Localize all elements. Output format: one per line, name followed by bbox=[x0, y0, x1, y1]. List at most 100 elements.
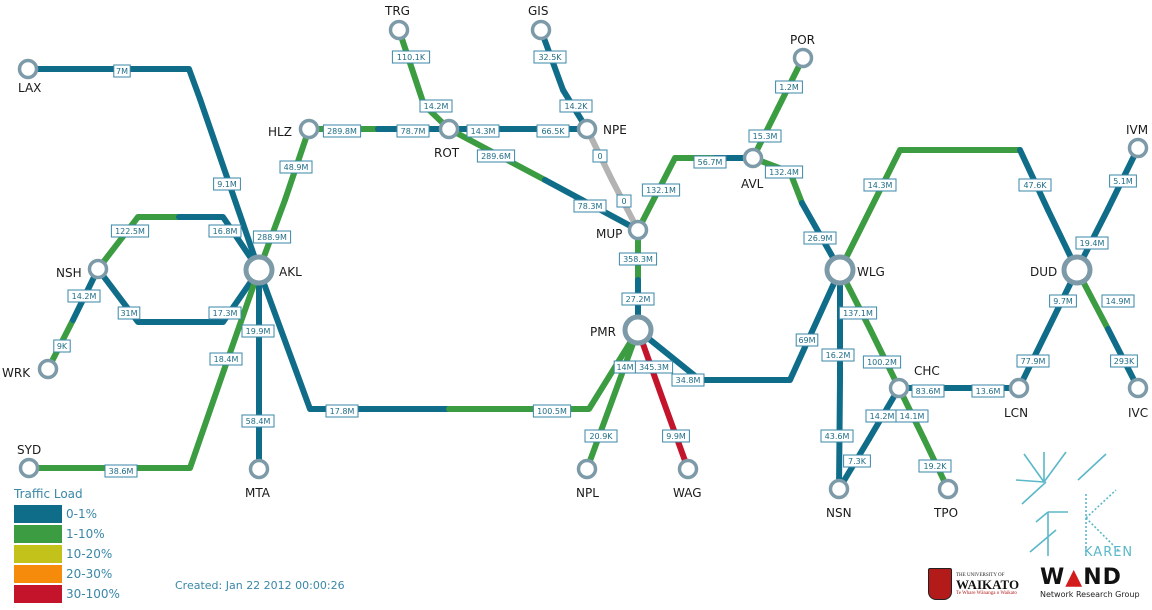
link-label: 289.8M bbox=[322, 124, 362, 138]
link-label-box bbox=[1016, 354, 1050, 368]
link-label-text: 20.9K bbox=[589, 432, 613, 441]
link-label-box bbox=[559, 99, 593, 113]
node-npl[interactable] bbox=[576, 458, 598, 480]
node-label-wlg: WLG bbox=[857, 265, 885, 279]
node-dud[interactable] bbox=[1061, 254, 1093, 286]
link-label-text: 7M bbox=[116, 67, 128, 76]
karen-logo-text: KAREN bbox=[1084, 545, 1133, 560]
node-label-hlz: HLZ bbox=[268, 125, 292, 139]
link-label: 66.5K bbox=[536, 124, 570, 138]
node-rot[interactable] bbox=[438, 118, 460, 140]
link-label-box bbox=[208, 306, 242, 320]
node-trg[interactable] bbox=[388, 19, 410, 41]
node-syd[interactable] bbox=[18, 457, 40, 479]
link-label-box bbox=[53, 339, 71, 353]
link-label: 100.2M bbox=[862, 355, 902, 369]
node-label-por: POR bbox=[790, 33, 815, 47]
link-label: 15.3M bbox=[748, 129, 782, 143]
link-label-box bbox=[911, 384, 945, 398]
link-label-text: 14.1M bbox=[900, 412, 925, 421]
node-wlg[interactable] bbox=[824, 254, 856, 286]
link-label-box bbox=[391, 50, 431, 64]
traffic-legend: Traffic Load 0-1% 1-10% 10-20% 20-30% 30… bbox=[14, 487, 120, 604]
link-label-box bbox=[1018, 178, 1052, 192]
node-wrk[interactable] bbox=[37, 358, 59, 380]
link-label-box bbox=[641, 183, 681, 197]
node-pmr[interactable] bbox=[622, 314, 654, 346]
node-hlz[interactable] bbox=[298, 118, 320, 140]
link-label-text: 18.4M bbox=[214, 355, 239, 364]
node-ivm[interactable] bbox=[1127, 137, 1149, 159]
link-label-box bbox=[1110, 354, 1138, 368]
link-segment bbox=[176, 214, 262, 273]
link-label-box bbox=[279, 160, 313, 174]
waikato-small-text: THE UNIVERSITY OF bbox=[956, 572, 1005, 578]
link-segment bbox=[176, 267, 262, 325]
link-label-box bbox=[113, 64, 131, 78]
link-label-text: 132.4M bbox=[769, 168, 799, 177]
link-label-text: 14.3M bbox=[471, 127, 496, 136]
link-label-box bbox=[971, 384, 1005, 398]
link-label-text: 14.9M bbox=[1106, 297, 1131, 306]
node-lax[interactable] bbox=[17, 58, 39, 80]
node-akl[interactable] bbox=[243, 254, 275, 286]
legend-swatch bbox=[14, 585, 62, 603]
link-label: 19.4M bbox=[1075, 236, 1109, 250]
legend-swatch bbox=[14, 545, 62, 563]
link-label-box bbox=[1049, 294, 1077, 308]
link-label-box bbox=[213, 177, 241, 191]
link-label: 43.6M bbox=[820, 429, 854, 443]
node-npe[interactable] bbox=[576, 118, 598, 140]
node-ivc[interactable] bbox=[1127, 377, 1149, 399]
link-label-text: 15.3M bbox=[753, 132, 778, 141]
link-label-text: 9.7M bbox=[1053, 297, 1073, 306]
node-nsh[interactable] bbox=[87, 258, 109, 280]
link-label: 14.3M bbox=[863, 178, 897, 192]
link-label-text: 43.6M bbox=[825, 432, 850, 441]
link-label: 34.8M bbox=[671, 373, 705, 387]
node-mup[interactable] bbox=[627, 219, 649, 241]
node-mta[interactable] bbox=[248, 458, 270, 480]
waikato-crest-icon bbox=[928, 568, 952, 600]
link-label-text: 289.8M bbox=[327, 127, 357, 136]
link-label-box bbox=[209, 352, 243, 366]
link-label: 14.3M bbox=[466, 124, 500, 138]
link-label-text: 58.4M bbox=[246, 417, 271, 426]
link-label-box bbox=[241, 414, 275, 428]
node-nsn[interactable] bbox=[828, 478, 850, 500]
link-label-text: 77.9M bbox=[1021, 357, 1046, 366]
link-label-text: 27.2M bbox=[626, 295, 651, 304]
link-label-text: 17.8M bbox=[330, 407, 355, 416]
link-label-text: 0 bbox=[621, 197, 626, 206]
link-label-text: 0 bbox=[597, 152, 602, 161]
link-label: 100.5M bbox=[532, 404, 572, 418]
link-label: 48.9M bbox=[279, 160, 313, 174]
link-label-text: 17.3M bbox=[213, 309, 238, 318]
legend-label: 20-30% bbox=[66, 567, 113, 581]
node-tpo[interactable] bbox=[937, 478, 959, 500]
legend-swatch bbox=[14, 565, 62, 583]
node-lcn[interactable] bbox=[1008, 377, 1030, 399]
node-label-nsh: NSH bbox=[56, 266, 82, 280]
link-label-box bbox=[618, 252, 658, 266]
node-wag[interactable] bbox=[677, 458, 699, 480]
link-segment bbox=[95, 266, 182, 325]
link-label-box bbox=[1101, 294, 1135, 308]
link-label-text: 16.2M bbox=[826, 351, 851, 360]
link-label: 132.1M bbox=[641, 183, 681, 197]
node-chc[interactable] bbox=[888, 377, 910, 399]
link-label-text: 5.1M bbox=[1113, 177, 1133, 186]
legend-item: 10-20% bbox=[14, 544, 120, 564]
node-gis[interactable] bbox=[530, 19, 552, 41]
link-label-text: 66.5K bbox=[541, 127, 565, 136]
link-label: 32.5K bbox=[533, 50, 567, 64]
link-label: 14.1M bbox=[895, 409, 929, 423]
link-label-text: 19.4M bbox=[1080, 239, 1105, 248]
link-label: 18.4M bbox=[209, 352, 243, 366]
node-avl[interactable] bbox=[742, 147, 764, 169]
link-label-box bbox=[110, 224, 150, 238]
node-por[interactable] bbox=[792, 47, 814, 69]
link-label-text: 110.1K bbox=[397, 53, 426, 62]
link-label-text: 26.9M bbox=[808, 234, 833, 243]
node-label-lcn: LCN bbox=[1004, 406, 1028, 420]
